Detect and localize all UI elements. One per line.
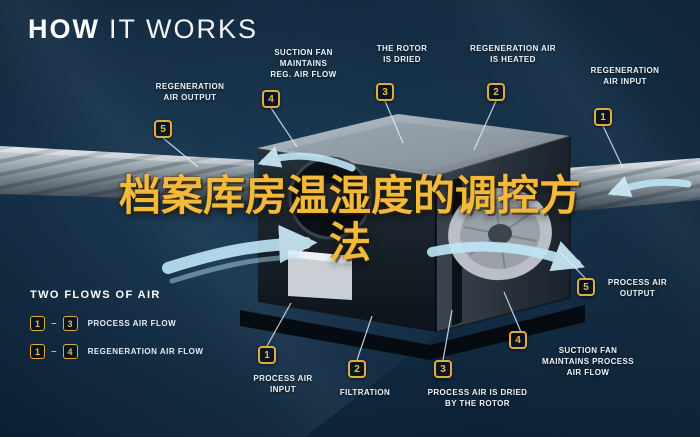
page-title-bold: HOW bbox=[28, 14, 100, 44]
callout-label-process-air-dried: PROCESS AIR IS DRIED BY THE ROTOR bbox=[427, 388, 528, 408]
air-flow-arrows-graphic bbox=[162, 146, 692, 284]
callout-label-regeneration-air-input: REGENERATION AIR INPUT bbox=[590, 66, 660, 86]
legend-label-process-air-flow: PROCESS AIR FLOW bbox=[87, 319, 177, 328]
step-badge-process-1: 1 bbox=[258, 346, 276, 364]
callout-label-regeneration-air-output: REGENERATION AIR OUTPUT bbox=[155, 82, 225, 102]
legend-separator: – bbox=[51, 346, 57, 357]
step-badge-process-3: 3 bbox=[434, 360, 452, 378]
step-badge-regen-1: 1 bbox=[594, 108, 612, 126]
callout-label-process-air-output: PROCESS AIR OUTPUT bbox=[607, 278, 668, 298]
legend-badge-from: 1 bbox=[30, 344, 45, 359]
legend-badge-to: 4 bbox=[62, 344, 78, 359]
legend-separator: – bbox=[51, 318, 57, 329]
legend-badge-from: 1 bbox=[30, 316, 45, 331]
dehumidifier-unit-graphic bbox=[240, 114, 585, 360]
step-badge-regen-2: 2 bbox=[487, 83, 505, 101]
overlay-headline: 档案库房温湿度的调控方 法 bbox=[40, 172, 660, 266]
step-badge-regen-5: 5 bbox=[154, 120, 172, 138]
step-badge-regen-3: 3 bbox=[376, 83, 394, 101]
step-badge-process-2: 2 bbox=[348, 360, 366, 378]
overlay-headline-line2: 法 bbox=[328, 219, 371, 267]
callout-label-filtration: FILTRATION bbox=[339, 388, 391, 397]
legend-badge-to: 3 bbox=[62, 316, 78, 331]
callout-label-regeneration-air-heated: REGENERATION AIR IS HEATED bbox=[470, 44, 556, 64]
callout-label-suction-fan-process: SUCTION FAN MAINTAINS PROCESS AIR FLOW bbox=[542, 346, 634, 377]
legend-row-regeneration: 1 – 4 REGENERATION AIR FLOW bbox=[30, 344, 203, 359]
callout-label-suction-fan-reg: SUCTION FAN MAINTAINS REG. AIR FLOW bbox=[270, 48, 337, 79]
callout-label-rotor-dried: THE ROTOR IS DRIED bbox=[376, 44, 428, 64]
intake-fan-graphic bbox=[288, 156, 372, 240]
legend-title: TWO FLOWS OF AIR bbox=[30, 289, 161, 301]
page-title: HOW IT WORKS bbox=[28, 14, 258, 45]
overlay-headline-line1: 档案库房温湿度的调控方 bbox=[118, 172, 581, 219]
step-badge-process-4: 4 bbox=[509, 331, 527, 349]
step-badge-process-5: 5 bbox=[577, 278, 595, 296]
callout-connector-lines bbox=[162, 100, 624, 361]
page-title-light: IT WORKS bbox=[108, 14, 258, 44]
callout-label-process-air-input: PROCESS AIR INPUT bbox=[253, 374, 313, 394]
step-badge-regen-4: 4 bbox=[262, 90, 280, 108]
legend-row-process: 1 – 3 PROCESS AIR FLOW bbox=[30, 316, 176, 331]
legend-label-regeneration-air-flow: REGENERATION AIR FLOW bbox=[87, 347, 204, 356]
